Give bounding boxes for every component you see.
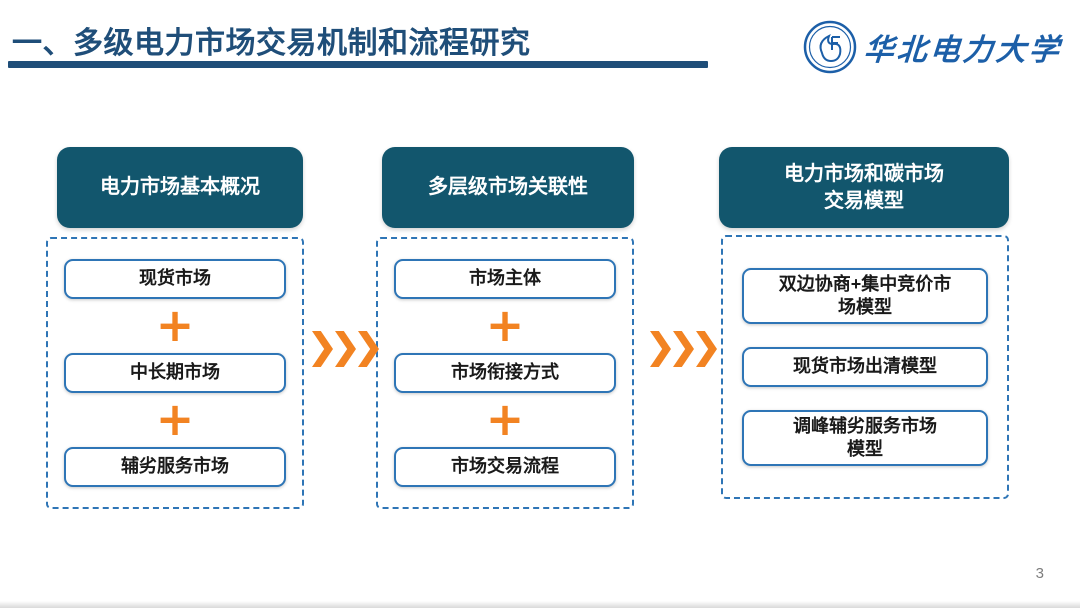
flow-item: 市场衔接方式 (394, 353, 616, 393)
title-underline (8, 61, 708, 68)
page-title: 一、多级电力市场交易机制和流程研究 (12, 27, 531, 60)
flow-arrow-2 (650, 331, 717, 367)
flow-item: 辅劣服务市场 (64, 447, 286, 487)
column-2-items: 市场主体 + 市场衔接方式 + 市场交易流程 (376, 237, 634, 509)
flow-item: 现货市场出清模型 (742, 347, 988, 387)
chevron-right-icon (335, 331, 356, 367)
flow-item: 市场交易流程 (394, 447, 616, 487)
chevron-right-icon (358, 331, 379, 367)
plus-icon: + (485, 298, 525, 353)
plus-icon: + (485, 392, 525, 447)
chevron-right-icon (312, 331, 333, 367)
column-3-header: 电力市场和碳市场 交易模型 (719, 147, 1009, 228)
slide-bottom-edge (0, 601, 1080, 608)
chevron-right-icon (696, 331, 717, 367)
university-logo-text: 华北电力大学 (862, 33, 1063, 68)
flow-item: 现货市场 (64, 259, 286, 299)
plus-icon: + (155, 298, 195, 353)
chevron-right-icon (650, 331, 671, 367)
flow-item: 市场主体 (394, 259, 616, 299)
column-1-items: 现货市场 + 中长期市场 + 辅劣服务市场 (46, 237, 304, 509)
flow-item: 调峰辅劣服务市场 模型 (742, 409, 988, 467)
column-2-header: 多层级市场关联性 (382, 147, 634, 228)
column-3-items: 双边协商+集中竞价市 场模型 现货市场出清模型 调峰辅劣服务市场 模型 (721, 235, 1009, 499)
flow-item: 双边协商+集中竞价市 场模型 (742, 267, 988, 325)
flow-item: 中长期市场 (64, 353, 286, 393)
chevron-right-icon (673, 331, 694, 367)
page-number: 3 (1035, 565, 1044, 582)
flow-arrow-1 (312, 331, 379, 367)
university-emblem-icon (803, 20, 857, 74)
plus-icon: + (155, 392, 195, 447)
university-logo: 华北电力大学 (803, 20, 1063, 74)
column-1-header: 电力市场基本概况 (57, 147, 303, 228)
